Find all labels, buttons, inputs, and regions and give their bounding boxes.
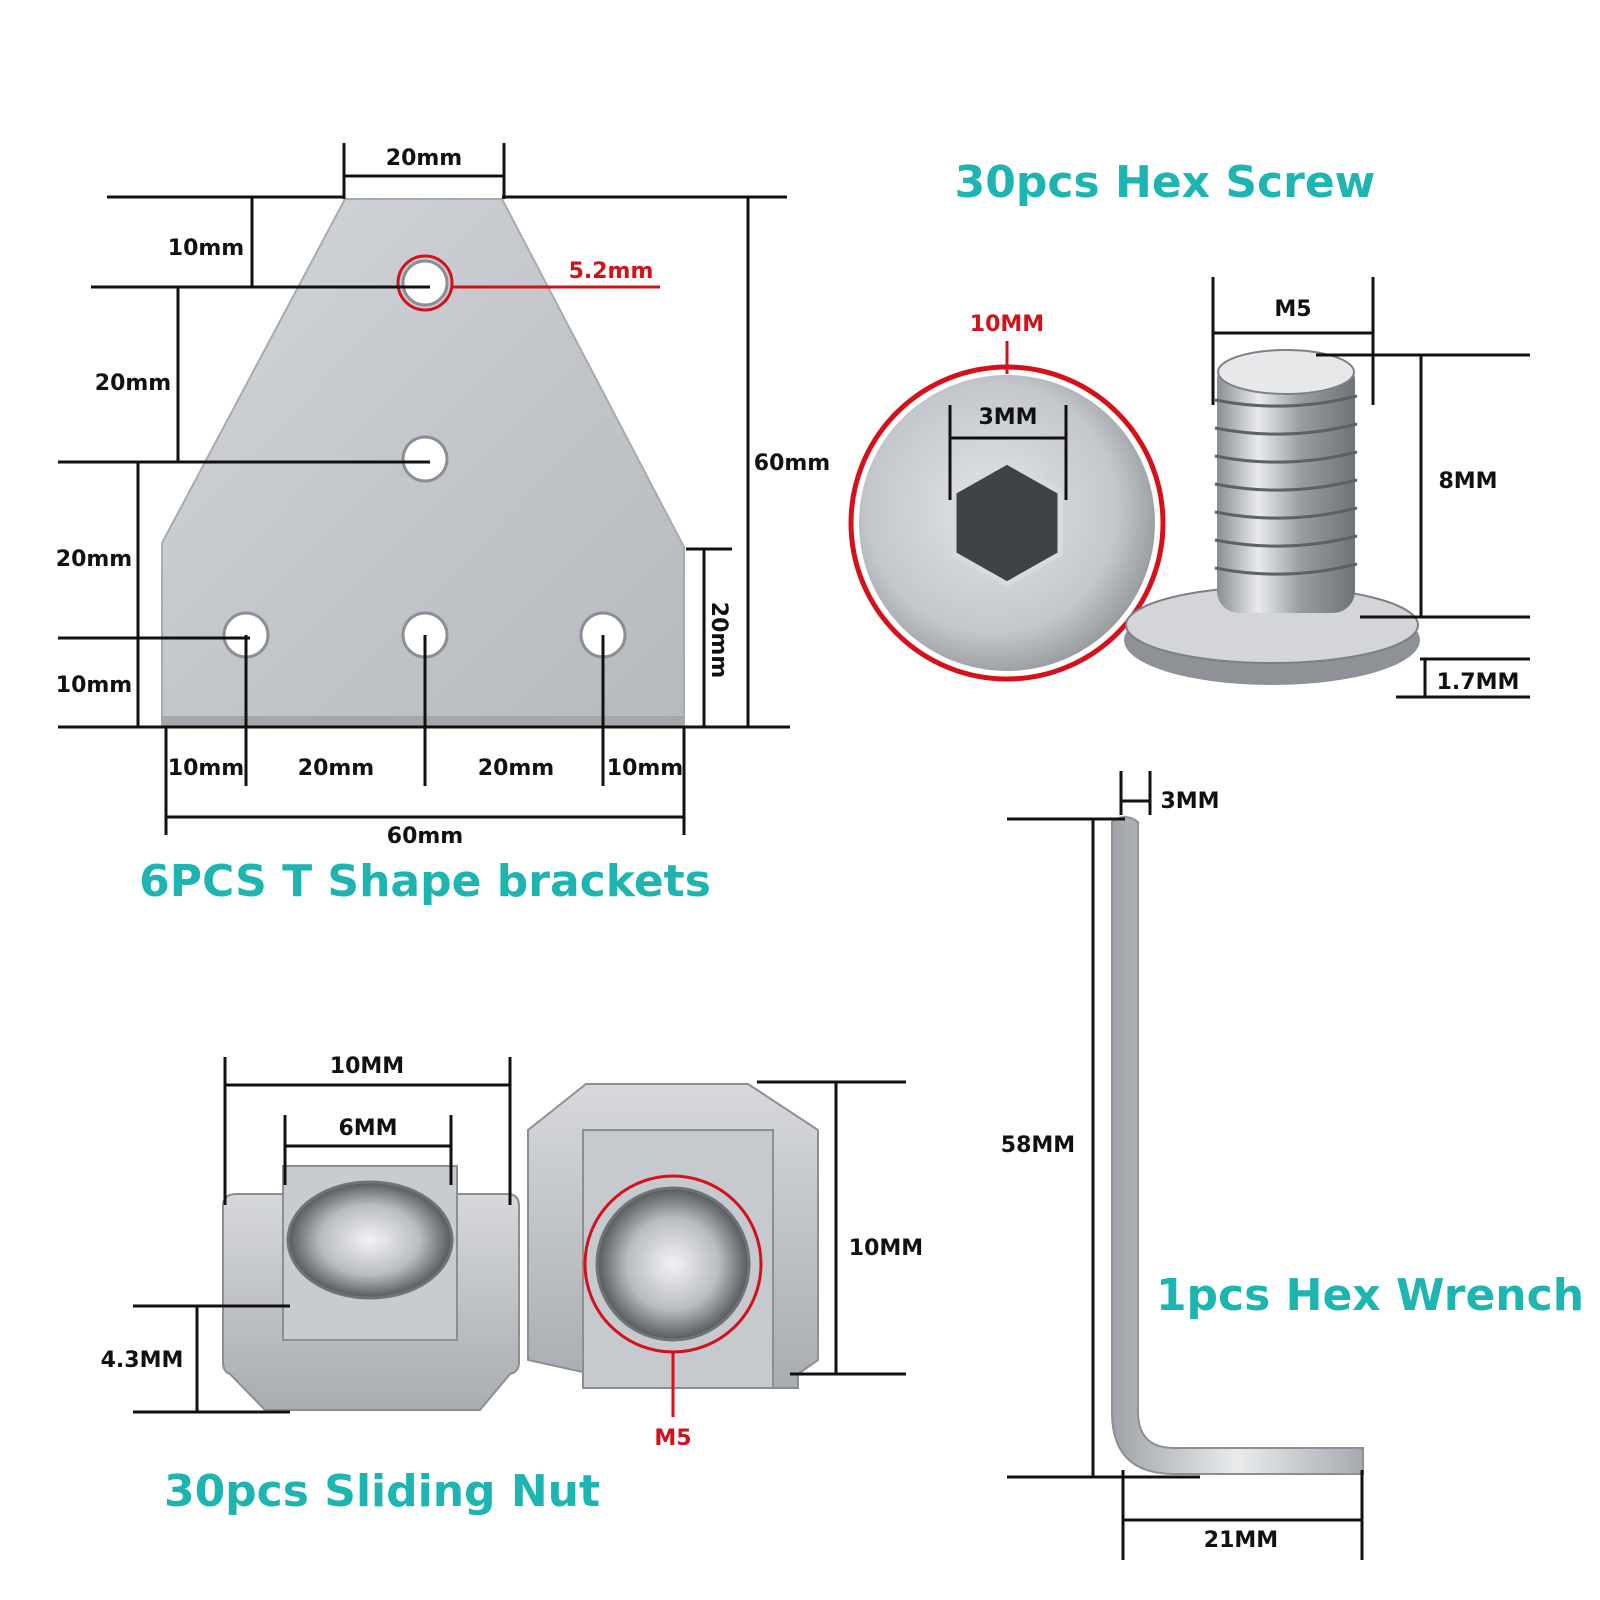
- bracket-bottom-10-right-label: 10mm: [607, 756, 683, 781]
- screw-head-height-label: 1.7MM: [1437, 670, 1520, 695]
- bracket-right-20-label: 20mm: [706, 602, 731, 678]
- bracket-hole-middle: [401, 435, 449, 483]
- screw-title: 30pcs Hex Screw: [955, 157, 1376, 208]
- nut-width-label: 10MM: [330, 1054, 404, 1079]
- bracket-group: 20mm 10mm 20mm 20mm 10mm 5.2mm 60mm 20mm: [56, 143, 830, 907]
- bracket-edge: [162, 716, 684, 726]
- bracket-left-20-lower-label: 20mm: [56, 547, 132, 572]
- screw-thread-ridges: [1214, 394, 1358, 576]
- bracket-left-10-label: 10mm: [168, 236, 244, 261]
- screw-thread-tip: [1217, 349, 1355, 395]
- nut-top-width-label: 6MM: [338, 1116, 397, 1141]
- bracket-bottom-20-right-label: 20mm: [478, 756, 554, 781]
- bracket-top-width-label: 20mm: [386, 146, 462, 171]
- bracket-height-label: 60mm: [754, 451, 830, 476]
- wrench-size-label: 3MM: [1160, 789, 1219, 814]
- nut-thread-hole-top: [595, 1186, 751, 1342]
- nut-group: 10MM 6MM 4.3MM M5 10MM 30pcs Sliding Nut: [101, 1054, 924, 1517]
- screw-thread-label: M5: [1274, 297, 1311, 322]
- nut-title: 30pcs Sliding Nut: [164, 1466, 600, 1517]
- bracket-left-20-upper-label: 20mm: [95, 371, 171, 396]
- wrench-arm-label: 21MM: [1204, 1528, 1278, 1553]
- screw-length-label: 8MM: [1438, 469, 1497, 494]
- screw-socket-label: 3MM: [978, 405, 1037, 430]
- bracket-hole-top: [401, 259, 449, 307]
- bracket-left-10-bottom-label: 10mm: [56, 673, 132, 698]
- hex-socket: [951, 459, 1063, 587]
- wrench-length-label: 58MM: [1001, 1133, 1075, 1158]
- bracket-bottom-20-left-label: 20mm: [298, 756, 374, 781]
- screw-group: 30pcs Hex Screw 10MM 3MM M5: [848, 157, 1530, 699]
- bracket-width-label: 60mm: [387, 824, 463, 849]
- bracket-hole-label: 5.2mm: [569, 259, 654, 284]
- nut-thread-label: M5: [654, 1426, 691, 1451]
- hex-wrench: [1111, 816, 1364, 1475]
- nut-length-label: 10MM: [849, 1236, 923, 1261]
- wrench-title: 1pcs Hex Wrench: [1156, 1270, 1584, 1321]
- screw-thread-body: [1217, 358, 1355, 613]
- screw-head-diameter-label: 10MM: [970, 312, 1044, 337]
- hole-highlight-ring: [396, 254, 454, 312]
- bracket-bottom-10-left-label: 10mm: [168, 756, 244, 781]
- nut-height-label: 4.3MM: [101, 1348, 184, 1373]
- wrench-group: 3MM 58MM 21MM 1pcs Hex Wrench: [1001, 771, 1584, 1560]
- bracket-title: 6PCS T Shape brackets: [139, 856, 711, 907]
- nut-thread-hole-front: [286, 1180, 454, 1300]
